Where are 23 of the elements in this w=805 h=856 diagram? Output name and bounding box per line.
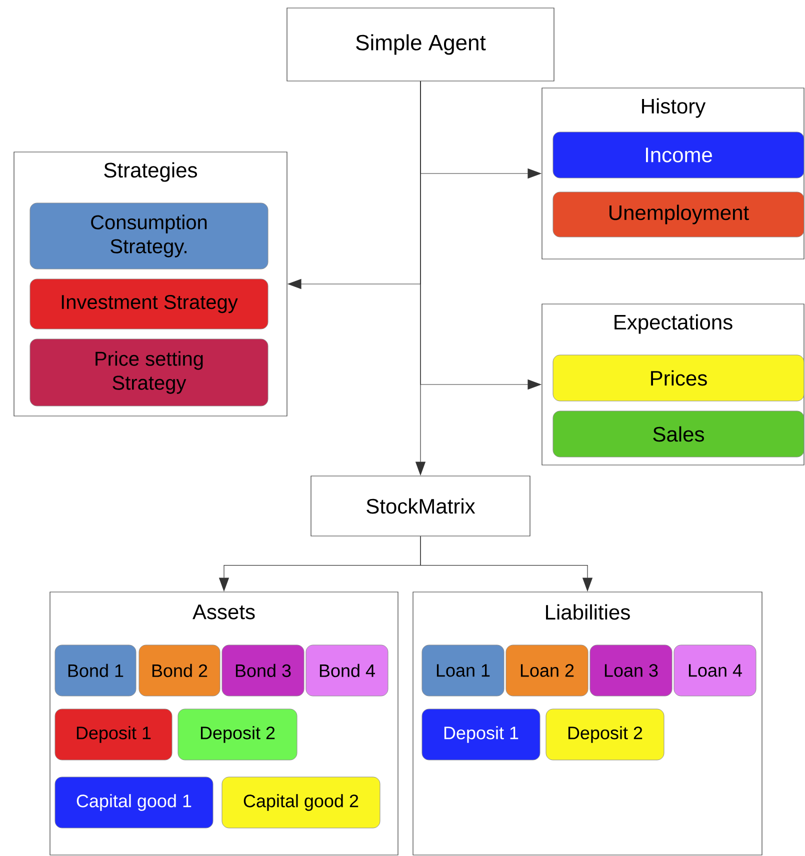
item-box: Investment Strategy	[30, 278, 268, 330]
item-box: Bond 1	[54, 644, 136, 696]
item-box: Bond 2	[138, 644, 220, 696]
item-box: Bond 3	[222, 644, 304, 696]
item-box: Prices	[552, 354, 804, 402]
item-box: Bond 4	[306, 644, 388, 696]
item-box: Consumption Strategy.	[30, 202, 268, 270]
item-box: Sales	[552, 410, 804, 458]
item-box: Loan 1	[422, 644, 504, 696]
item-box: Deposit 1	[54, 708, 172, 760]
item-box: Loan 3	[590, 644, 672, 696]
item-box: Price setting Strategy	[30, 338, 268, 406]
item-box: Capital good 1	[54, 776, 214, 828]
item-box: Deposit 2	[546, 708, 664, 760]
item-box: Loan 2	[506, 644, 588, 696]
item-box: Deposit 1	[422, 708, 540, 760]
item-box: Loan 4	[674, 644, 756, 696]
item-box: Income	[552, 132, 804, 178]
item-box: Capital good 2	[222, 776, 380, 828]
class-box: StockMatrix	[310, 476, 530, 536]
item-box: Deposit 2	[178, 708, 298, 760]
class-box: Simple Agent	[286, 8, 554, 82]
item-box: Unemployment	[552, 192, 804, 238]
